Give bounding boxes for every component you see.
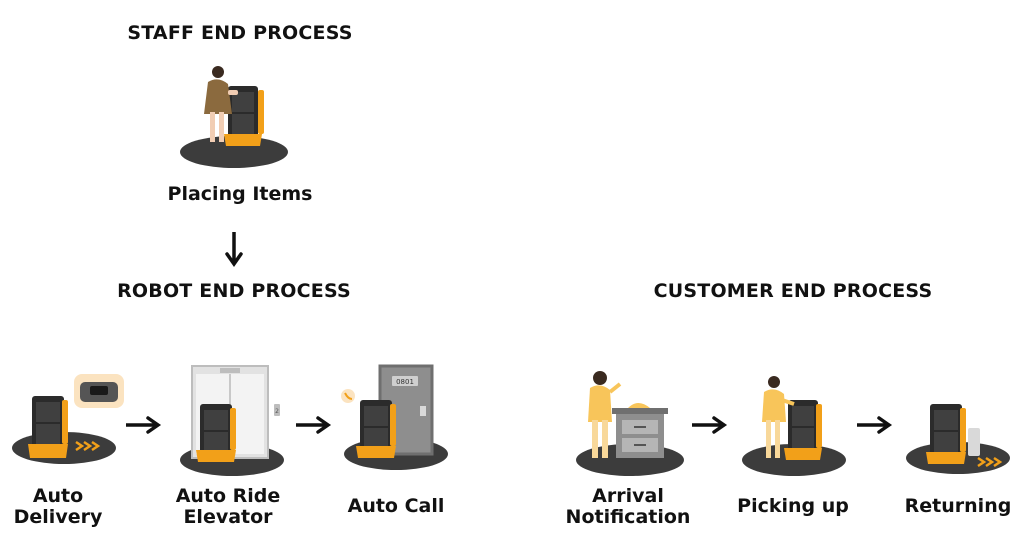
- step-placing-items-label: Placing Items: [167, 183, 313, 205]
- returning-illustration: [902, 380, 1014, 480]
- step-picking-up-label: Picking up: [737, 495, 849, 517]
- customer-end-heading: CUSTOMER END PROCESS: [653, 280, 933, 302]
- robot-end-heading: ROBOT END PROCESS: [117, 280, 351, 302]
- arrow-right-icon: [857, 416, 893, 434]
- door-number: 0801: [396, 378, 414, 386]
- picking-up-illustration: [738, 370, 850, 480]
- arrow-right-icon: [692, 416, 728, 434]
- auto-call-illustration: 0801: [340, 362, 456, 474]
- auto-delivery-illustration: [6, 372, 126, 472]
- elevator-panel-number: 2: [275, 408, 279, 415]
- arrival-notification-illustration: [572, 364, 688, 480]
- auto-ride-elevator-illustration: 2: [178, 364, 290, 480]
- staff-end-heading: STAFF END PROCESS: [127, 22, 353, 44]
- step-auto-call-label: Auto Call: [347, 495, 445, 517]
- arrow-down-icon: [225, 232, 243, 268]
- placing-items-illustration: [178, 60, 290, 172]
- arrow-right-icon: [296, 416, 332, 434]
- arrow-right-icon: [126, 416, 162, 434]
- step-returning-label: Returning: [904, 495, 1012, 517]
